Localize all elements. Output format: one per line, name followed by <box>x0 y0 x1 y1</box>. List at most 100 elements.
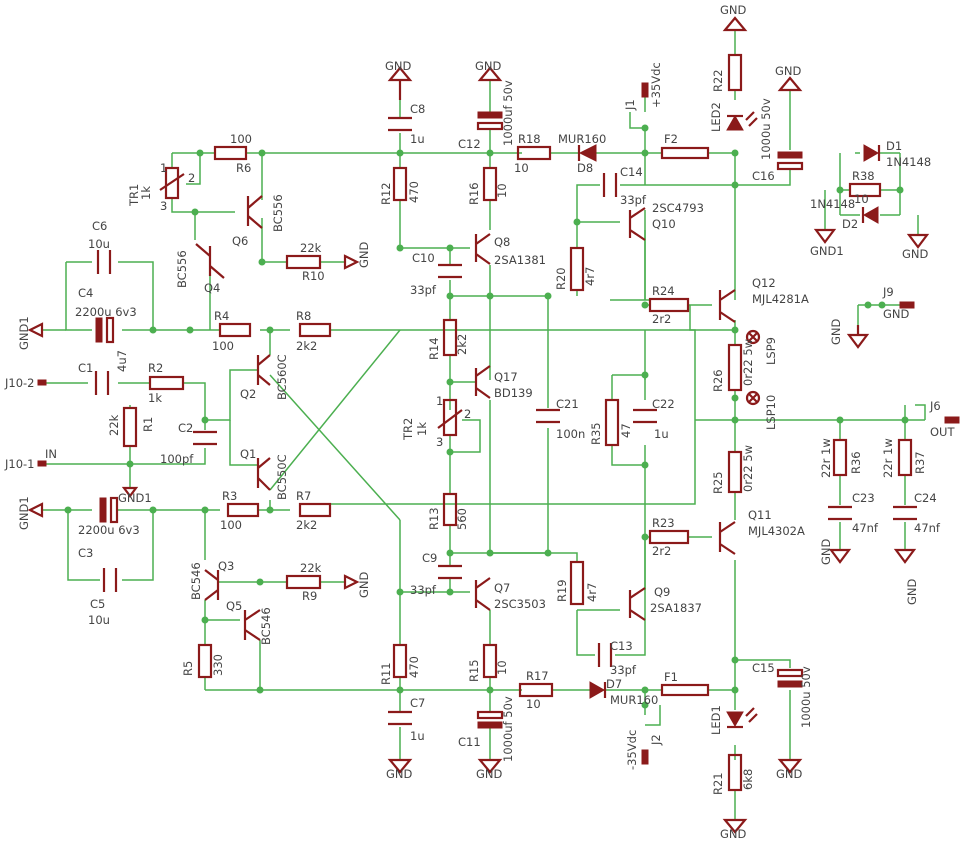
label-r24-val: 2r2 <box>652 312 671 326</box>
label-in: IN <box>45 447 57 461</box>
fuse-f1 <box>660 683 710 697</box>
label-c2-name: C2 <box>178 421 193 435</box>
resistor-r21 <box>727 753 743 792</box>
label-led1-name: LED1 <box>709 705 723 735</box>
label-gnd1-d2: GND1 <box>810 244 844 258</box>
trimmer-tr2 <box>442 398 458 437</box>
label-gnd1-c5: GND1 <box>17 496 31 530</box>
label-c13-name: C13 <box>610 639 633 653</box>
label-q6-name: Q6 <box>232 234 248 248</box>
resistor-r6 <box>213 145 248 161</box>
capacitor-c13 <box>597 643 613 667</box>
electrolytic-c12 <box>476 111 504 131</box>
transistor-q5 <box>243 609 261 641</box>
label-gnd-j9-a: GND <box>829 318 843 345</box>
label-q17-val: BD139 <box>494 386 533 400</box>
led1 <box>726 707 758 729</box>
label-c11-val: 1000uf 50v <box>501 696 515 762</box>
label-r21-name: R21 <box>711 772 725 795</box>
label-j2: J2 <box>649 734 663 746</box>
label-r4-val: 100 <box>212 339 234 353</box>
transistor-q9 <box>628 587 646 621</box>
resistor-r10 <box>285 254 322 270</box>
resistor-r16 <box>482 166 498 202</box>
label-c15-val: 1000u 50v <box>799 666 813 728</box>
label-tr2-p1: 1 <box>436 394 443 408</box>
label-c13-val: 33pf <box>610 663 637 677</box>
label-r10-val: 22k <box>300 241 322 255</box>
transistor-q8 <box>474 233 491 265</box>
ground-symbols <box>27 16 930 834</box>
label-r25-name: R25 <box>711 471 725 494</box>
transistor-q6 <box>246 195 263 229</box>
diode-d2 <box>861 206 879 224</box>
label-r7-val: 2k2 <box>296 518 317 532</box>
label-r19-name: R19 <box>555 579 569 602</box>
capacitor-c6 <box>96 250 112 274</box>
label-lsp10: LSP10 <box>764 395 778 430</box>
capacitor-c2 <box>193 430 217 446</box>
label-q9-val: 2SA1837 <box>650 601 702 615</box>
label-r9-val: 22k <box>300 561 322 575</box>
resistor-r5 <box>197 643 213 679</box>
resistor-r37 <box>897 438 913 477</box>
resistor-r11 <box>392 643 408 679</box>
label-r16-name: R16 <box>467 182 481 205</box>
label-r22-name: R22 <box>711 69 725 92</box>
label-r4-name: R4 <box>214 309 229 323</box>
label-tr1-p3: 3 <box>160 199 167 213</box>
label-r6-name: R6 <box>236 161 251 175</box>
label-c11-name: C11 <box>458 735 481 749</box>
label-q2-val: BC560C <box>275 354 289 400</box>
label-q8-name: Q8 <box>494 235 510 249</box>
fuse-f2 <box>660 146 710 160</box>
label-c22-name: C22 <box>652 397 675 411</box>
label-c24-name: C24 <box>914 491 937 505</box>
label-r19-val: 4r7 <box>585 583 599 602</box>
label-r14-name: R14 <box>427 337 441 360</box>
label-c15-name: C15 <box>752 661 775 675</box>
label-r10-name: R10 <box>302 269 325 283</box>
transistor-q10 <box>628 207 646 241</box>
text-labels: GND GND GND GND GND GND GND1 GND1 GND1 G… <box>4 3 955 841</box>
junction-dots <box>64 124 909 709</box>
transistor-q11 <box>718 521 736 555</box>
label-gnd-j9-b: GND <box>883 307 910 321</box>
label-lsp9: LSP9 <box>764 337 778 365</box>
label-r35-name: R35 <box>589 422 603 445</box>
capacitor-c1 <box>94 371 110 395</box>
resistor-r35 <box>604 398 620 447</box>
transistor-q7 <box>474 577 491 611</box>
j2-pad <box>641 749 649 765</box>
label-gnd-c15: GND <box>776 767 803 781</box>
resistor-r14 <box>442 318 458 357</box>
label-r16-val: 10 <box>495 183 509 198</box>
label-c8-name: C8 <box>410 102 425 116</box>
label-r15-val: 10 <box>495 660 509 675</box>
resistor-r9 <box>285 574 322 590</box>
capacitor-c21 <box>536 408 560 424</box>
label-q10-name: Q10 <box>652 217 676 231</box>
resistor-r23 <box>648 529 690 545</box>
label-r12-val: 470 <box>407 181 421 203</box>
label-r8-name: R8 <box>296 309 311 323</box>
label-r23-val: 2r2 <box>652 544 671 558</box>
label-tr1-p2: 2 <box>188 171 195 185</box>
label-q3-val: BC546 <box>189 562 203 600</box>
label-r36-val: 22r 1w <box>819 438 833 478</box>
resistor-r36 <box>832 438 848 477</box>
electrolytic-c15 <box>776 668 804 688</box>
label-r38-name: R38 <box>852 169 875 183</box>
resistor-r4 <box>218 322 252 338</box>
label-gnd1-c4: GND1 <box>17 316 31 350</box>
label-c22-val: 1u <box>654 427 669 441</box>
j6-pad <box>944 416 960 424</box>
label-c7-val: 1u <box>410 729 425 743</box>
label-q4-val: BC556 <box>175 250 189 288</box>
label-c4-name: C4 <box>78 286 93 300</box>
label-c23-val: 47nf <box>852 521 879 535</box>
label-gnd-r21: GND <box>720 827 747 841</box>
label-c5-name: C5 <box>90 597 105 611</box>
label-gnd-r10: GND <box>357 241 371 268</box>
transistor-q2 <box>256 354 271 386</box>
